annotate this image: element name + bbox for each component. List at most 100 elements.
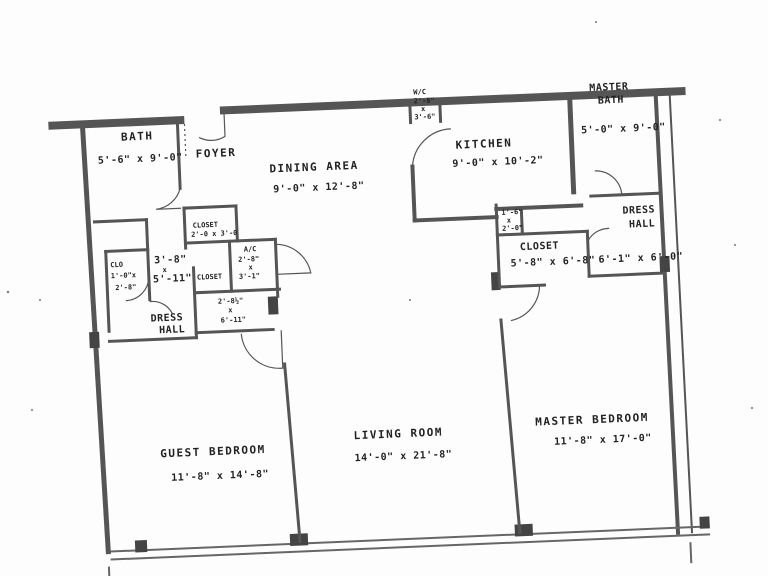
north-wall-right — [219, 87, 686, 115]
guest-door — [240, 330, 284, 369]
closet-mid-name: CLOSET — [197, 273, 223, 282]
master-name: MASTER BEDROOM — [535, 411, 649, 429]
lower-closet-bottom — [194, 327, 275, 335]
scan-specks — [6, 21, 753, 411]
living-name: LIVING ROOM — [353, 425, 443, 442]
master-door — [510, 285, 541, 322]
speck — [719, 119, 721, 121]
closet-lower-line3: 6'-11" — [221, 316, 247, 325]
clo-north — [104, 248, 150, 254]
ac-west — [227, 239, 234, 293]
clo-door — [125, 277, 150, 302]
master-bath-dim: 5'-0" x 9'-0" — [581, 122, 666, 137]
north-wall-left — [48, 116, 185, 130]
closet-east-right — [585, 229, 591, 278]
ac-line3: x — [248, 263, 253, 271]
kitchen-south-a — [412, 214, 499, 223]
speck — [595, 21, 597, 23]
hall-dim-line1: 3'-8" — [154, 254, 187, 266]
kitchen-name: KITCHEN — [455, 136, 512, 151]
speck — [39, 299, 41, 301]
guest-name: GUEST BEDROOM — [160, 443, 266, 460]
master-bath-line1: MASTER — [589, 81, 629, 94]
east-wall-inner — [653, 90, 681, 535]
columns — [89, 255, 710, 553]
dress-hall-right-line1: DRESS — [622, 204, 655, 216]
column-east — [659, 255, 671, 273]
ac-line1: A/C — [244, 245, 257, 254]
bath-dim: 5'-6" x 9'-0" — [98, 152, 183, 167]
speck — [31, 409, 33, 411]
wic-west — [408, 101, 413, 125]
wic-line1: W/C — [413, 88, 426, 97]
clo-west — [104, 249, 111, 333]
dress-hall-right-line2: HALL — [629, 218, 656, 230]
room-labels: BATH 5'-6" x 9'-0" FOYER DINING AREA 9'-… — [98, 81, 684, 484]
west-balcony-line — [107, 566, 111, 576]
dress-hall-bottom — [107, 336, 198, 343]
lower-closet-top — [192, 287, 282, 295]
bath-door — [155, 188, 182, 210]
foyer-closet-line — [183, 124, 187, 159]
dress-hall-left-line2: HALL — [159, 324, 186, 336]
column-s2 — [514, 523, 534, 537]
linen-east — [519, 206, 524, 236]
closet-top — [182, 204, 238, 210]
dress-hall-right-dim: 6'-1" x 6'-0" — [598, 251, 683, 266]
hall-wall-a — [144, 218, 152, 302]
closet-lower-line2: x — [228, 306, 233, 314]
column-se — [699, 516, 710, 529]
clo-line1: CLO — [110, 261, 123, 270]
speck — [751, 407, 753, 409]
hall-dim-line2: x — [162, 266, 167, 274]
master-closet-name: CLOSET — [520, 240, 560, 253]
door-swings — [125, 110, 623, 369]
closet-hall-line2: 2'-0 x 3'-0 — [191, 229, 238, 239]
wic-line4: 3'-6" — [414, 113, 435, 122]
south-window-line — [110, 533, 711, 561]
master-bath-door — [594, 170, 623, 196]
closet-lower-line1: 2'-8½" — [218, 297, 244, 306]
bath-east-wall — [175, 118, 182, 190]
master-bath-south — [589, 191, 662, 198]
guest-dim: 11'-8" x 14'-8" — [171, 469, 269, 484]
closet-bottom-right — [497, 283, 547, 289]
linen-line2: x — [507, 216, 512, 224]
guest-east-wall — [282, 362, 302, 544]
closet-east — [234, 204, 239, 243]
foyer-name: FOYER — [195, 146, 236, 161]
kitchen-east — [567, 93, 577, 195]
kitchen-west — [410, 164, 417, 223]
kitchen-south-b — [494, 203, 584, 212]
speck — [734, 244, 736, 246]
column-west — [89, 331, 100, 349]
speck — [409, 299, 411, 301]
column-center — [267, 296, 279, 315]
dress-hall-left-line1: DRESS — [150, 312, 183, 324]
closet-hall-line1: CLOSET — [193, 221, 219, 230]
dining-dim: 9'-0" x 12'-8" — [273, 181, 365, 196]
master-bath-line2: BATH — [598, 95, 625, 107]
bath-south-wall — [92, 218, 148, 224]
wic-east — [438, 99, 443, 123]
entry-door — [198, 110, 226, 141]
wic-line2: 2'-8" — [414, 97, 435, 106]
linen-west — [494, 203, 502, 289]
master-west-wall — [499, 318, 522, 534]
clo-line3: 2'-8" — [115, 283, 136, 292]
dress-hall-bottom-right — [587, 271, 665, 278]
hall-dim-line3: 5'-11" — [153, 273, 193, 286]
wic-line3: x — [421, 105, 426, 113]
lower-closet-west — [191, 266, 198, 340]
master-dim: 11'-8" x 17'-0" — [554, 433, 652, 448]
bath-name: BATH — [121, 129, 154, 143]
column-sw — [134, 539, 148, 553]
south-wall-line — [110, 525, 710, 553]
ac-line4: 3'-1" — [239, 272, 260, 281]
closet-west — [182, 206, 188, 250]
closet-top-right — [495, 229, 589, 237]
east-balcony-line — [689, 542, 693, 564]
linen-line1: 1'-6" — [501, 208, 522, 217]
